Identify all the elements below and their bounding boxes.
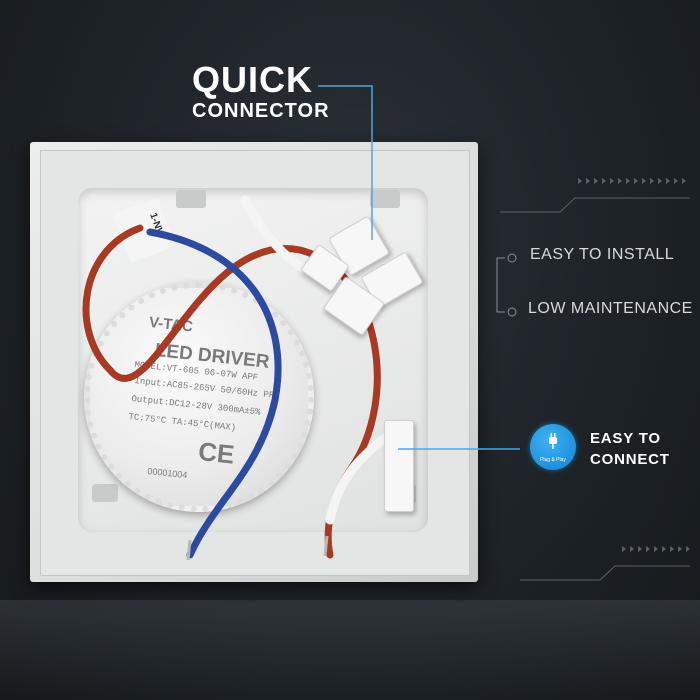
- easy-to-connect-line2: CONNECT: [590, 451, 670, 468]
- headline: QUICK CONNECTOR: [192, 59, 330, 123]
- headline-line1: QUICK: [192, 59, 313, 100]
- feature-bracket: [496, 257, 505, 313]
- led-driver-disc: [84, 282, 314, 512]
- driver-ce-mark: CE: [196, 436, 236, 470]
- decorative-chevrons: [578, 178, 690, 552]
- plug-and-play-badge: Plug & Play: [530, 424, 576, 470]
- mount-slot: [176, 190, 206, 208]
- plug-badge-text: Plug & Play: [540, 457, 566, 463]
- feature-low-maintenance: LOW MAINTENANCE: [528, 300, 693, 317]
- mount-slot: [370, 190, 400, 208]
- floor-reflection: [0, 600, 700, 700]
- feature-bullet-2: [507, 307, 517, 317]
- mount-slot: [92, 484, 118, 502]
- feature-bullet-1: [507, 253, 517, 263]
- quick-connector-bottom: [384, 420, 414, 512]
- easy-to-connect-line1: EASY TO: [590, 430, 661, 447]
- plug-icon: [543, 431, 563, 455]
- feature-easy-install: EASY TO INSTALL: [530, 246, 675, 263]
- easy-to-connect: EASY TO CONNECT: [590, 428, 670, 470]
- headline-line2: CONNECTOR: [192, 100, 330, 122]
